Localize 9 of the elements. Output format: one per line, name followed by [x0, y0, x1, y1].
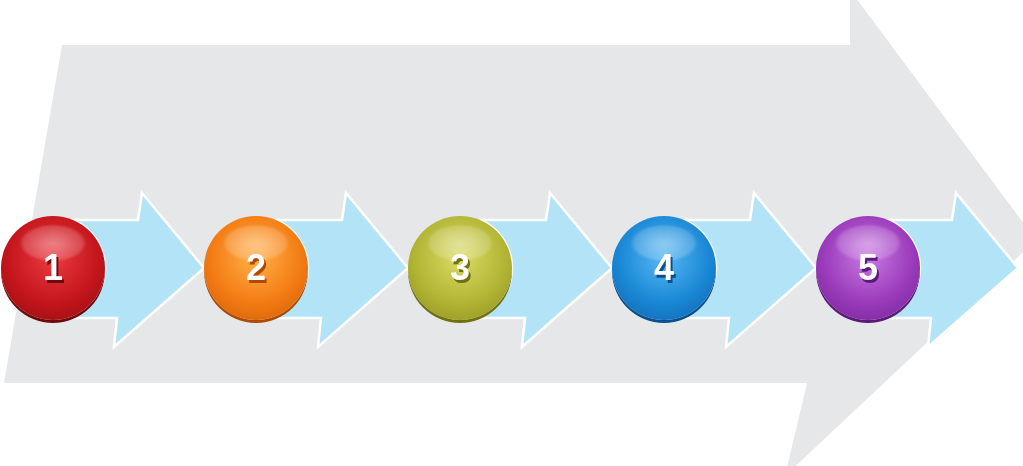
step-number: 3: [450, 250, 470, 286]
block-arrow: [269, 191, 410, 349]
step-number: 2: [246, 250, 266, 286]
block-arrow: [677, 191, 818, 349]
block-arrow: [473, 191, 614, 349]
step-number: 5: [858, 250, 878, 286]
block-arrow: [66, 191, 206, 349]
step-number: 1: [43, 250, 63, 286]
step-number: 4: [654, 250, 674, 286]
